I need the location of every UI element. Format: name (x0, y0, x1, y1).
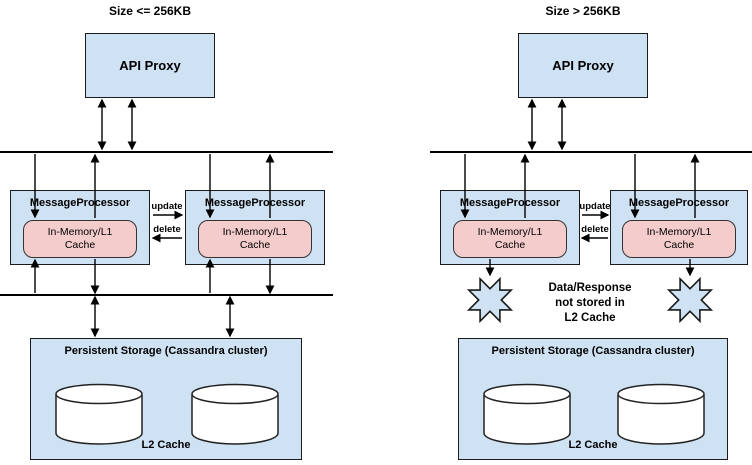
left-diagram-title: Size <= 256KB (108, 4, 192, 18)
cylinder-top (483, 383, 571, 405)
l1-cache-1-right: In-Memory/L1 Cache (453, 220, 567, 258)
database-cylinder-icon (483, 383, 571, 445)
delete-label-left: delete (153, 224, 181, 235)
message-processor-1-right-label: MessageProcessor (459, 197, 561, 209)
api-proxy-right: API Proxy (518, 33, 648, 98)
api-proxy-right-label: API Proxy (552, 58, 614, 73)
persistent-storage-right: Persistent Storage (Cassandra cluster) L… (458, 338, 728, 460)
update-label-right: update (579, 201, 611, 212)
blocked-cross-icon-1 (466, 276, 514, 324)
update-label-left: update (151, 201, 183, 212)
message-processor-2-left: MessageProcessor In-Memory/L1 Cache (185, 190, 325, 265)
blocked-note: Data/Response not stored in L2 Cache (548, 282, 632, 324)
cylinder-body (191, 395, 279, 445)
api-proxy-left: API Proxy (85, 33, 215, 98)
message-processor-1-right: MessageProcessor In-Memory/L1 Cache (440, 190, 580, 265)
cylinder-body (617, 395, 705, 445)
blocked-cross-icon-2 (666, 276, 714, 324)
cylinder-body (483, 395, 571, 445)
message-processor-2-left-label: MessageProcessor (204, 197, 306, 209)
cylinder-body (55, 395, 143, 445)
l1-cache-2-right: In-Memory/L1 Cache (622, 220, 736, 258)
cylinder-top (617, 383, 705, 405)
message-processor-2-right-label: MessageProcessor (628, 197, 730, 209)
message-processor-1-left-label: MessageProcessor (29, 197, 131, 209)
l2-cache-label-right: L2 Cache (568, 439, 618, 451)
l1-cache-1-left: In-Memory/L1 Cache (23, 220, 137, 258)
database-cylinder-icon (617, 383, 705, 445)
cylinder-top (55, 383, 143, 405)
api-proxy-left-label: API Proxy (119, 58, 181, 73)
persistent-storage-right-label: Persistent Storage (Cassandra cluster) (491, 345, 695, 357)
persistent-storage-left-label: Persistent Storage (Cassandra cluster) (64, 345, 268, 357)
l1-cache-2-left: In-Memory/L1 Cache (198, 220, 312, 258)
message-processor-2-right: MessageProcessor In-Memory/L1 Cache (610, 190, 748, 265)
cylinder-top (191, 383, 279, 405)
database-cylinder-icon (55, 383, 143, 445)
right-diagram-title: Size > 256KB (545, 4, 621, 18)
database-cylinder-icon (191, 383, 279, 445)
persistent-storage-left: Persistent Storage (Cassandra cluster) L… (30, 338, 302, 460)
l2-cache-label-left: L2 Cache (141, 439, 191, 451)
message-processor-1-left: MessageProcessor In-Memory/L1 Cache (10, 190, 150, 265)
delete-label-right: delete (581, 224, 609, 235)
